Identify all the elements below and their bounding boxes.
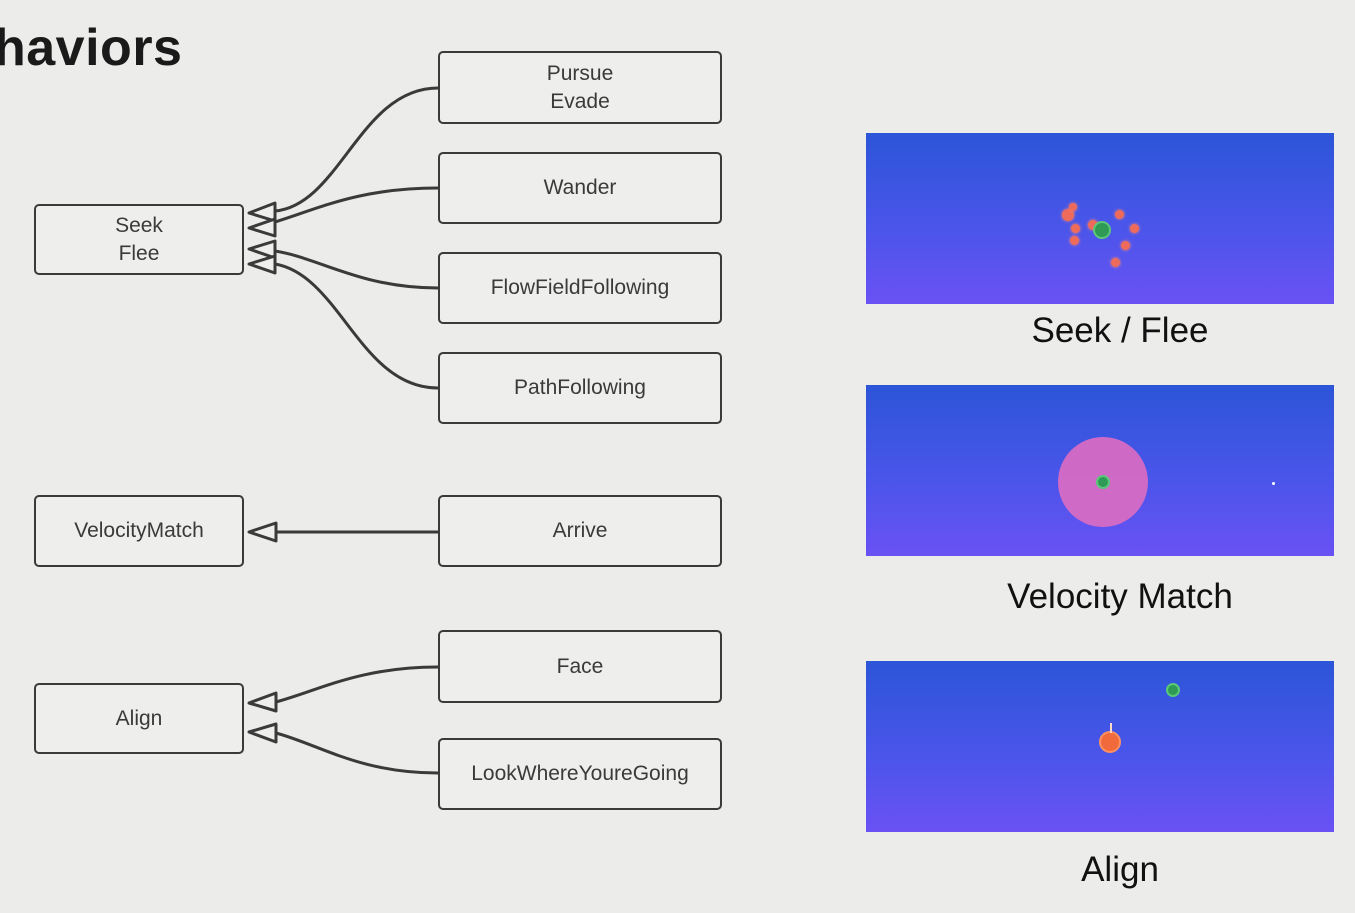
flee-label: Flee — [118, 241, 160, 265]
evade-label: Evade — [550, 89, 610, 113]
arrowhead-seek-3 — [247, 239, 277, 260]
wander-box: Wander — [438, 152, 722, 224]
agent-dot — [1099, 731, 1121, 753]
agent-dot — [1070, 236, 1079, 245]
seek-flee-box: Seek Flee — [34, 204, 244, 275]
seek-label: Seek — [115, 213, 163, 237]
align-demo — [866, 661, 1334, 832]
align-caption: Align — [1081, 850, 1159, 889]
velocity-match-demo — [866, 385, 1334, 556]
agent-dot — [1130, 224, 1139, 233]
lookwhere-label: LookWhereYoureGoing — [471, 762, 689, 785]
heading-indicator — [1110, 723, 1112, 733]
align-label: Align — [115, 706, 163, 730]
arrive-box: Arrive — [438, 495, 722, 567]
arrowhead-align-1 — [247, 691, 278, 713]
link-look-align — [275, 731, 439, 775]
lookwhere-box: LookWhereYoureGoing — [438, 738, 722, 810]
arrive-label: Arrive — [552, 519, 608, 542]
seek-flee-caption: Seek / Flee — [1031, 311, 1209, 350]
agent-dot — [1096, 475, 1110, 489]
flowfield-box: FlowFieldFollowing — [438, 252, 722, 324]
link-wander-seek — [274, 186, 439, 224]
target-dot — [1093, 221, 1111, 239]
arrowhead-seek-1 — [247, 201, 277, 223]
target-dot — [1166, 683, 1180, 697]
pathfollowing-label: PathFollowing — [514, 376, 646, 399]
agent-dot — [1069, 203, 1077, 211]
arrowhead-seek-2 — [247, 217, 277, 238]
velocitymatch-box: VelocityMatch — [34, 495, 244, 567]
agent-dot — [1062, 209, 1074, 221]
agent-dot — [1111, 258, 1120, 267]
agent-dot — [1071, 224, 1080, 233]
cursor-mark — [1272, 482, 1275, 485]
link-flowfield-seek — [274, 249, 439, 290]
arrowhead-seek-4 — [247, 254, 277, 275]
link-path-seek — [274, 262, 439, 390]
pursue-label: Pursue — [546, 61, 614, 85]
wander-label: Wander — [543, 176, 617, 199]
seek-flee-demo — [866, 133, 1334, 304]
link-face-align — [275, 665, 439, 704]
face-label: Face — [556, 654, 604, 678]
align-box: Align — [34, 683, 244, 754]
velocity-match-caption: Velocity Match — [1007, 577, 1233, 616]
pathfollowing-box: PathFollowing — [438, 352, 722, 424]
flowfield-label: FlowFieldFollowing — [490, 276, 670, 299]
velocitymatch-label: VelocityMatch — [74, 519, 204, 542]
link-pursue-seek — [274, 86, 439, 213]
agent-dot — [1115, 210, 1124, 219]
face-box: Face — [438, 630, 722, 703]
arrowhead-velocity — [247, 521, 278, 543]
arrowhead-align-2 — [247, 722, 278, 744]
agent-dot — [1121, 241, 1130, 250]
page-title: haviors — [0, 19, 183, 77]
pursue-evade-box: Pursue Evade — [438, 51, 722, 124]
